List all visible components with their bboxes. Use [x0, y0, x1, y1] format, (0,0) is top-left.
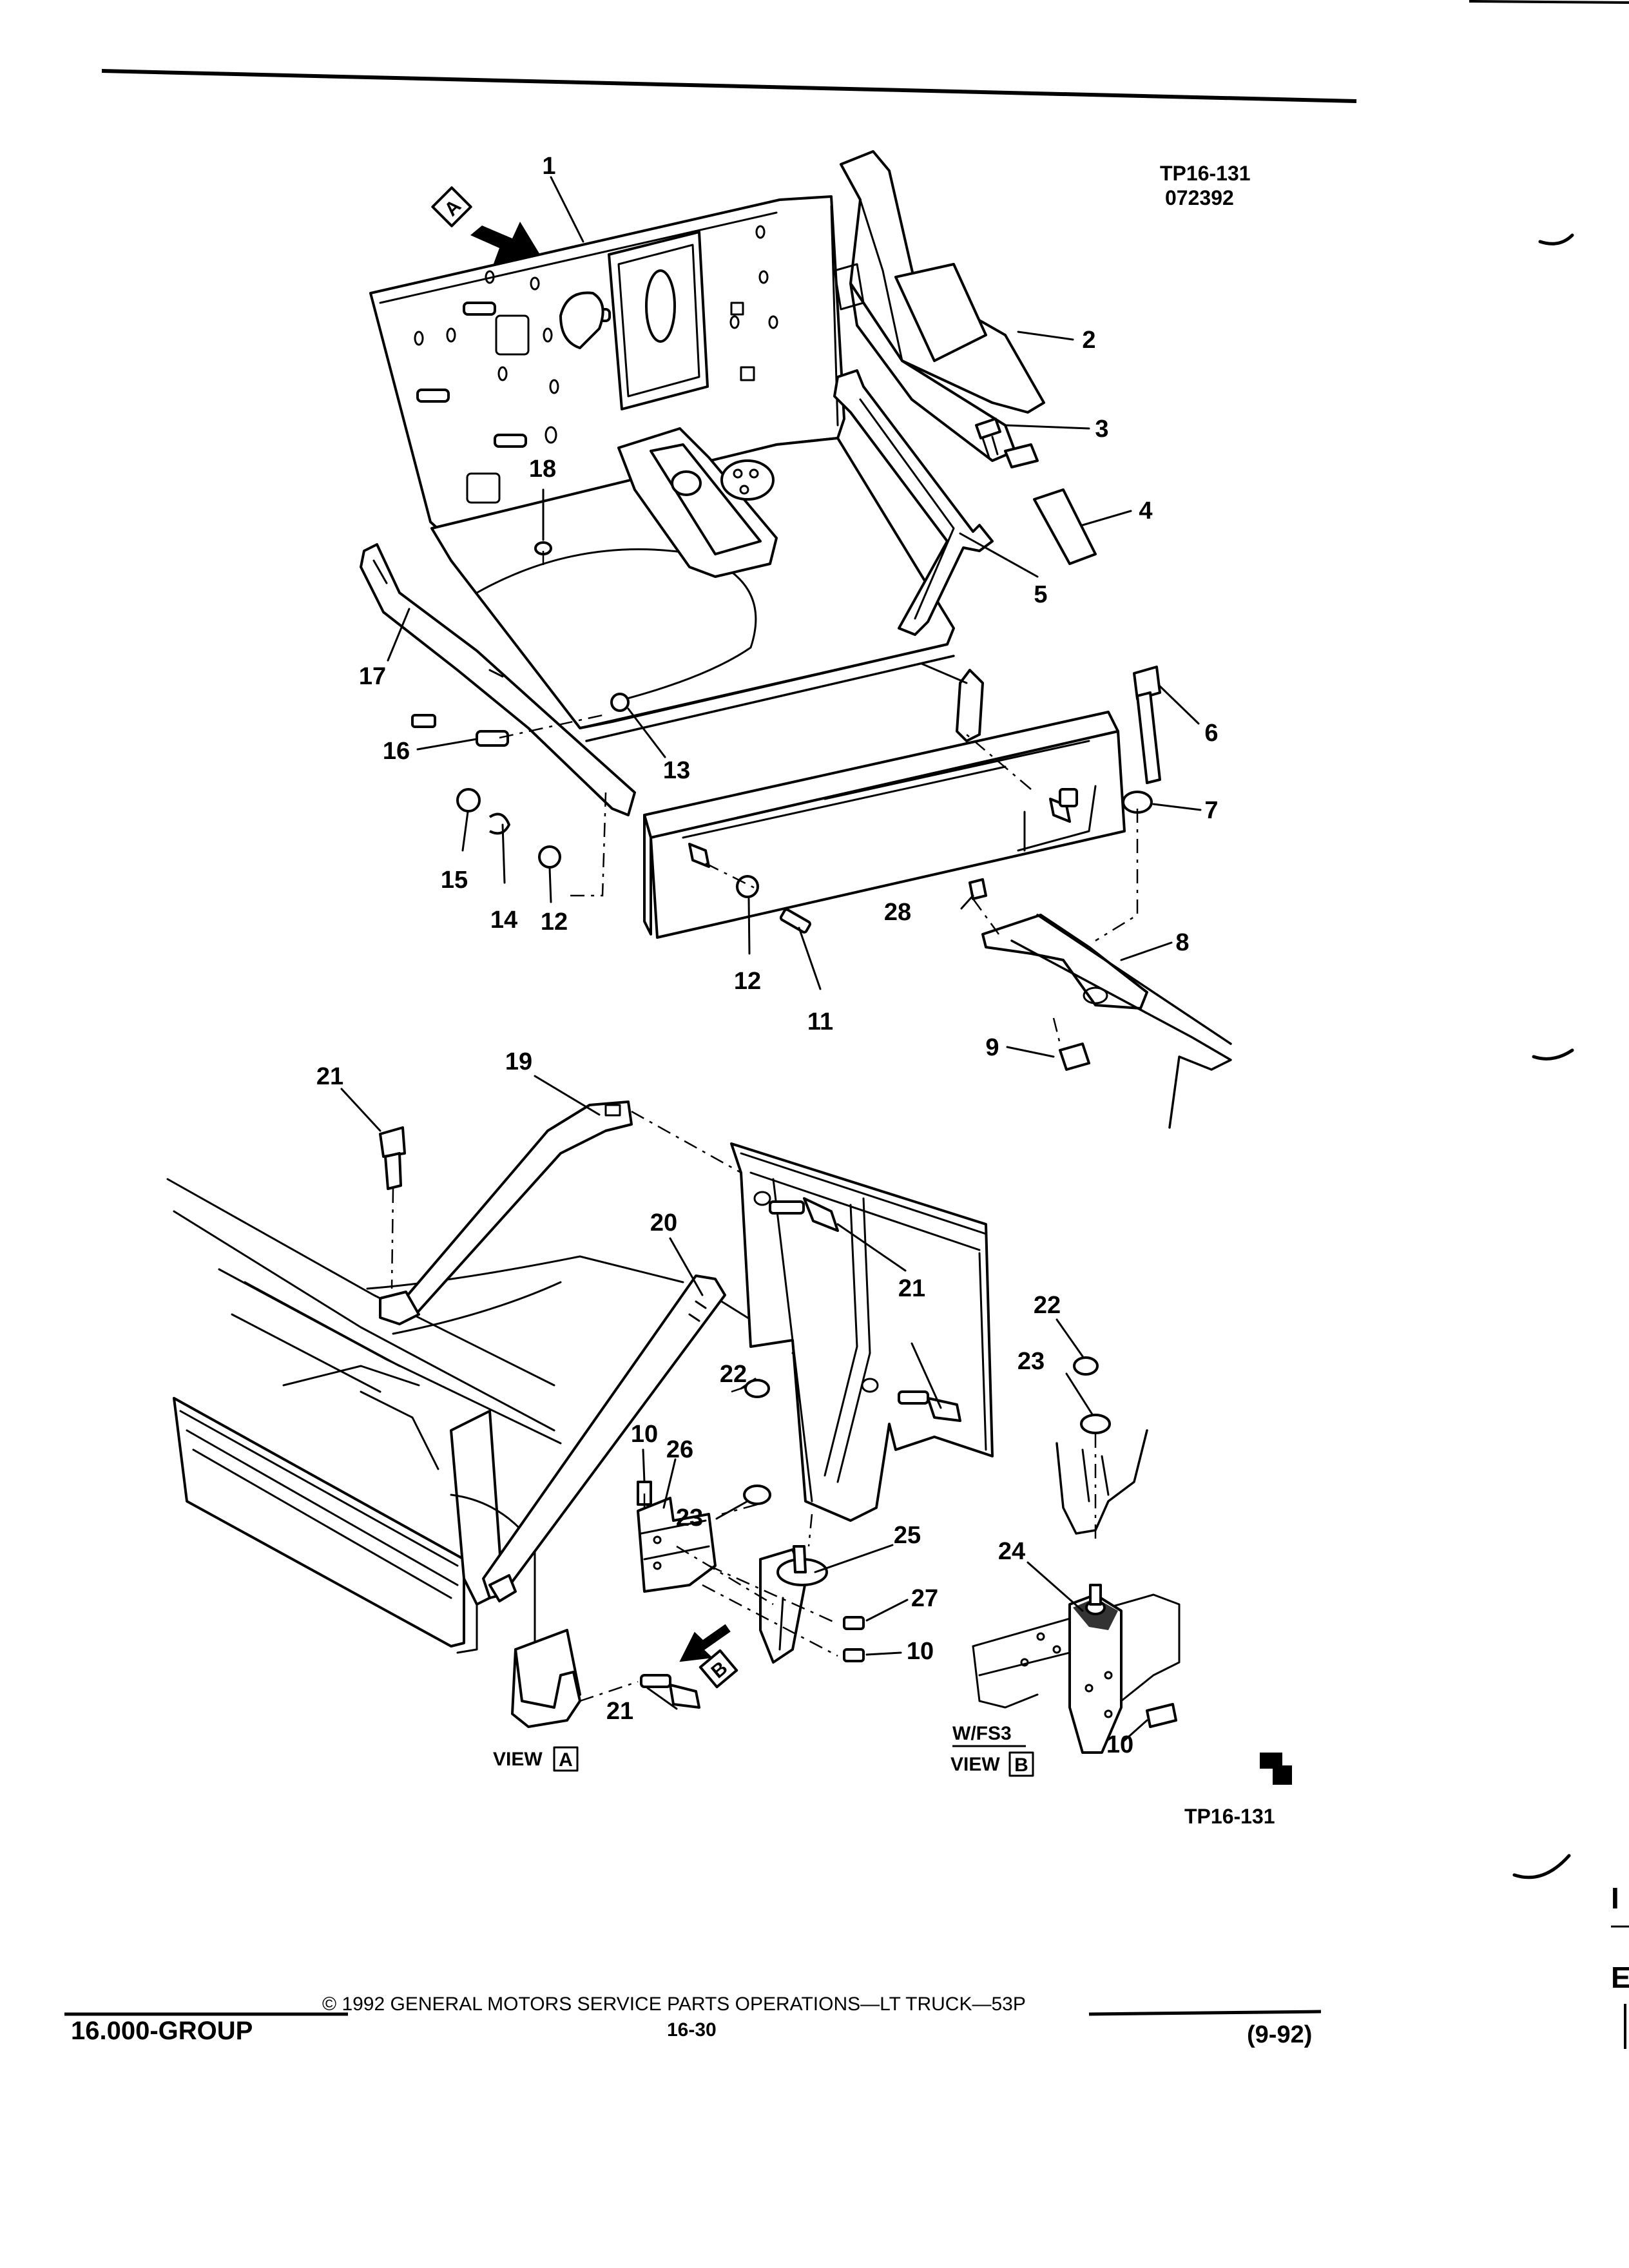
callout-9: 9: [985, 1034, 999, 1061]
callout-14: 14: [490, 907, 517, 934]
callout-4: 4: [1139, 497, 1152, 524]
callout-6: 6: [1204, 720, 1218, 747]
callout-7: 7: [1204, 797, 1218, 824]
footer-page-number: 16-30: [667, 2019, 717, 2041]
rocker-panel: [173, 1397, 478, 1654]
arrow-a: A: [431, 186, 540, 265]
ref-code-bottom: TP16-131: [1184, 1805, 1275, 1828]
view-b-text: VIEW: [950, 1754, 1000, 1775]
guide-lines-upper: [499, 551, 1139, 1044]
callout-21-bottom: 21: [606, 1698, 633, 1725]
margin-char-2: E: [1611, 1961, 1629, 1994]
callout-10-top: 10: [631, 1421, 658, 1448]
margin-char-1: I: [1611, 1881, 1619, 1915]
callout-10-mid: 10: [907, 1638, 934, 1665]
view-b-label: W/FS3 VIEW B: [950, 1723, 1034, 1777]
callout-25: 25: [894, 1522, 921, 1549]
callout-5: 5: [1034, 581, 1047, 608]
callout-21-top: 21: [316, 1063, 343, 1090]
frame-rail: [1010, 914, 1232, 1129]
callout-27: 27: [911, 1585, 938, 1612]
rear-sill: [956, 669, 984, 742]
support-bracket: [833, 369, 994, 636]
side-box: [833, 150, 1045, 462]
view-a-text: VIEW: [493, 1749, 543, 1770]
margin-marks: I E: [1512, 233, 1629, 2049]
door-pillar: [730, 1142, 994, 1522]
callout-numbers: 1 2 3 4 5 6 7 8 9 11 12 13 12 14 15 16 1…: [316, 153, 1219, 1758]
strut-17: [360, 543, 636, 816]
brace-20: [482, 1274, 726, 1599]
footer-copyright: © 1992 GENERAL MOTORS SERVICE PARTS OPER…: [322, 1994, 1026, 2015]
callout-23-left: 23: [676, 1504, 703, 1532]
upper-assembly: A: [360, 150, 1232, 1129]
hinge-post-25: [759, 1545, 828, 1664]
callout-10-bottom: 10: [1106, 1731, 1133, 1758]
callout-22-right: 22: [1034, 1292, 1061, 1319]
brace-19: [398, 1100, 633, 1316]
callout-2: 2: [1082, 327, 1095, 354]
view-a-letter: A: [559, 1749, 573, 1771]
top-rule: [101, 69, 1357, 103]
view-b-letter: B: [1014, 1754, 1028, 1776]
callout-20: 20: [650, 1209, 677, 1236]
callout-12-left: 12: [541, 908, 568, 936]
hinge-26: [637, 1497, 717, 1593]
callout-22-left: 22: [720, 1361, 747, 1388]
publisher-symbol: [1260, 1753, 1292, 1785]
callout-24: 24: [998, 1538, 1025, 1565]
callout-12-right: 12: [734, 968, 761, 995]
callout-15: 15: [441, 867, 468, 894]
callout-1: 1: [542, 153, 555, 180]
callout-11: 11: [807, 1008, 833, 1035]
footer-group: 16.000-GROUP: [71, 2017, 253, 2045]
callout-26: 26: [666, 1436, 693, 1463]
ref-code-top: TP16-131: [1160, 162, 1251, 185]
callout-18: 18: [529, 456, 556, 483]
bolt-3: [975, 418, 1039, 468]
guide-lines-lower: [390, 1110, 1097, 1702]
callout-17: 17: [359, 663, 386, 690]
callout-13: 13: [663, 757, 690, 784]
view-a-label: VIEW A: [493, 1746, 579, 1772]
callout-21-mid: 21: [898, 1275, 925, 1302]
fasteners-lower: [637, 1356, 1177, 1728]
callout-16: 16: [383, 738, 410, 765]
leader-lines: [340, 176, 1202, 1743]
footer-revision: (9-92): [1247, 2021, 1312, 2048]
wheel-well-curve: [476, 548, 757, 700]
hump-grommet: [720, 459, 775, 501]
bar-4: [1033, 488, 1097, 565]
center-plate: [608, 231, 709, 410]
bolt-6: [1133, 666, 1161, 784]
page-footer: 16.000-GROUP © 1992 GENERAL MOTORS SERVI…: [64, 1994, 1322, 2048]
callout-28: 28: [884, 899, 911, 926]
bracket-8: [981, 914, 1148, 1010]
view-b-detail: [972, 1429, 1181, 1754]
callout-19: 19: [505, 1048, 532, 1075]
callout-23-right: 23: [1017, 1348, 1045, 1375]
fasteners-upper: [411, 541, 1153, 1071]
callout-3: 3: [1095, 416, 1108, 443]
bolts-21: [379, 1126, 961, 1709]
date-code: 072392: [1165, 186, 1234, 209]
lower-assembly: B VIEW A W/FS3 VI: [166, 1100, 1292, 1828]
arrow-b: B: [679, 1624, 738, 1689]
corner-rule: [1469, 0, 1629, 4]
floor-bracket: [511, 1648, 581, 1728]
callout-8: 8: [1175, 929, 1189, 956]
frame-crossmember: [643, 711, 1126, 939]
panel-studs: [416, 302, 611, 448]
panel-oval-bracket: [559, 291, 604, 349]
variant-note: W/FS3: [952, 1723, 1012, 1744]
